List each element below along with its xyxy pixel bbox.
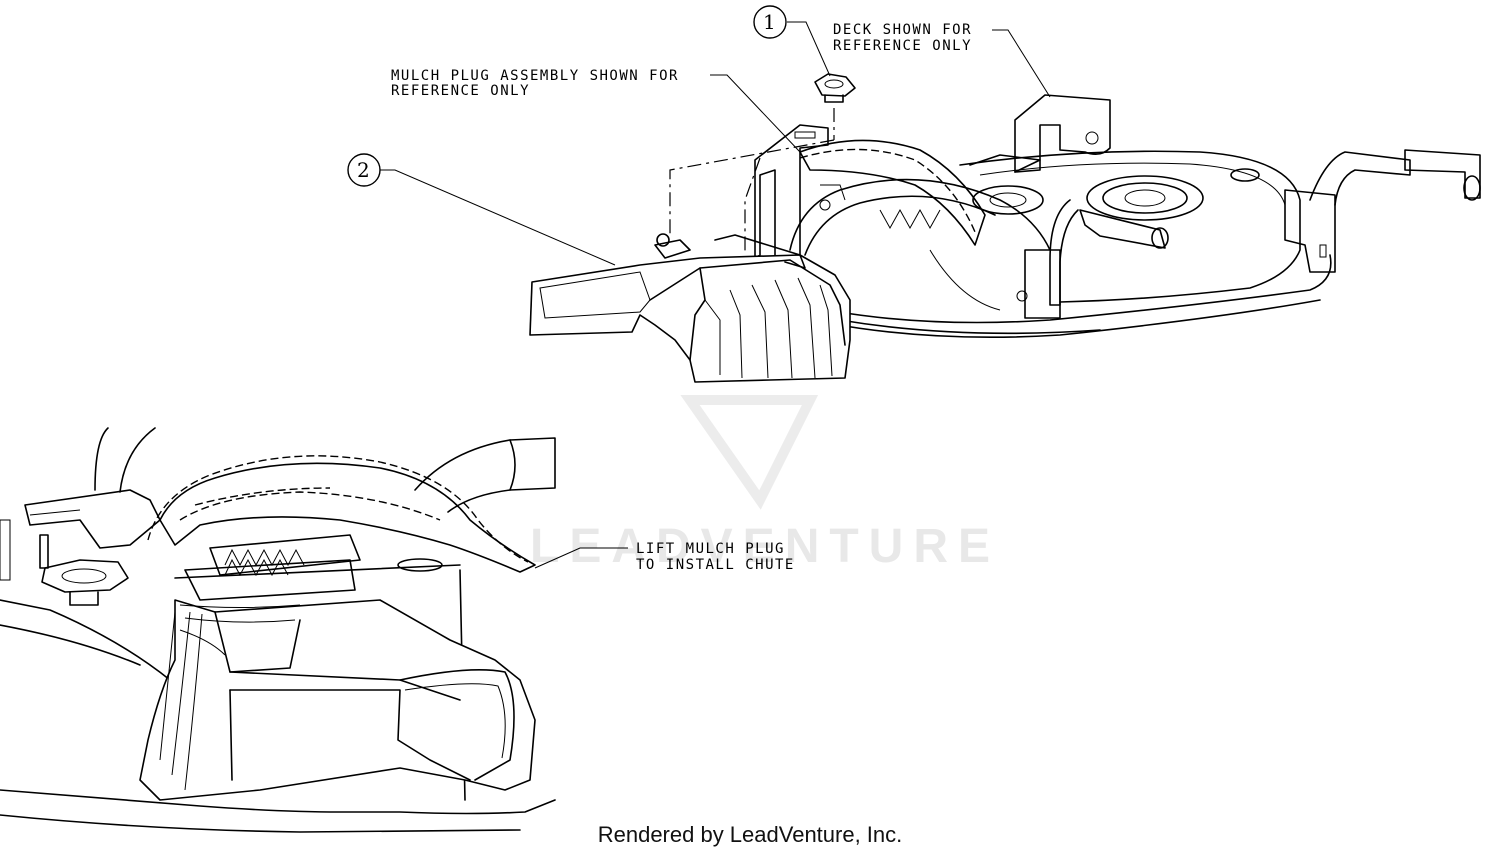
deck-note-leader <box>992 29 1051 98</box>
callout-2-number: 2 <box>357 158 370 182</box>
watermark-logo-icon <box>680 395 819 510</box>
callout-2-leader <box>380 169 616 266</box>
mulch-note-leader <box>710 74 801 153</box>
deck-note-line1: DECK SHOWN FOR <box>833 22 972 38</box>
deck-assembly-drawing <box>529 73 1481 383</box>
mulch-note-line2: REFERENCE ONLY <box>391 83 530 99</box>
lift-note-leader <box>534 547 628 569</box>
watermark: LEADVENTURE <box>530 395 1000 573</box>
callout-2[interactable]: 2 <box>347 153 381 187</box>
callout-2-circle <box>347 153 381 187</box>
callout-1-circle <box>753 5 787 39</box>
footer-credit: Rendered by LeadVenture, Inc. <box>598 822 903 847</box>
detail-view-drawing <box>0 427 556 833</box>
watermark-text: LEADVENTURE <box>530 520 1000 573</box>
deck-note-line2: REFERENCE ONLY <box>833 38 972 54</box>
lift-note-line2: TO INSTALL CHUTE <box>636 557 795 573</box>
leader-lines <box>380 21 1051 569</box>
callout-1-leader <box>787 21 831 77</box>
callout-1-number: 1 <box>763 10 776 34</box>
callout-1[interactable]: 1 <box>753 5 787 39</box>
lift-note-line1: LIFT MULCH PLUG <box>636 541 785 557</box>
mulch-note-line1: MULCH PLUG ASSEMBLY SHOWN FOR <box>391 68 679 84</box>
